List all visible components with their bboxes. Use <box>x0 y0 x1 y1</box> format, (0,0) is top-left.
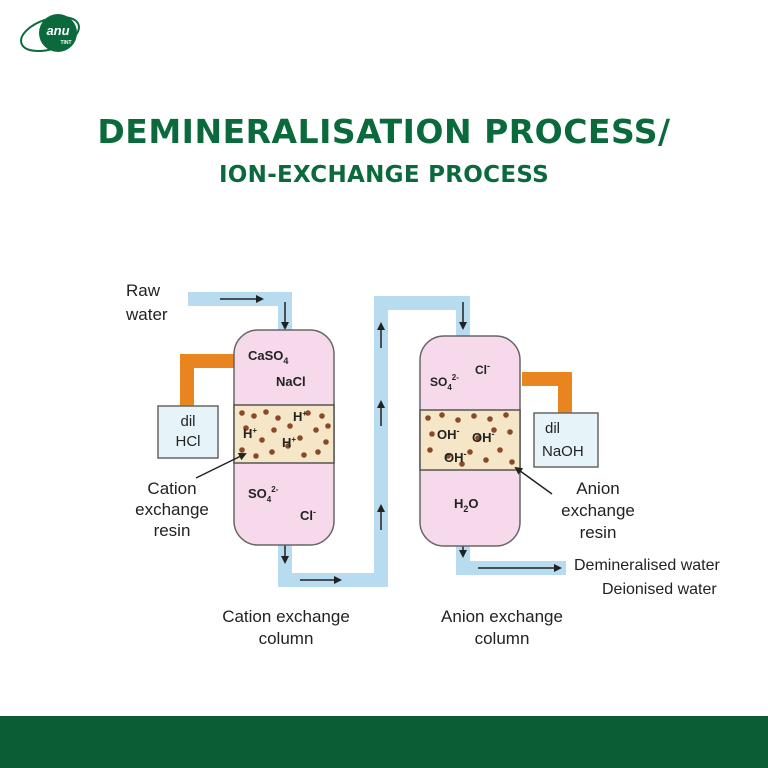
svg-text:column: column <box>475 629 530 648</box>
resin-beads <box>239 409 331 459</box>
footer-bar <box>0 716 768 768</box>
acid-tank-line-2: HCl <box>176 433 201 450</box>
svg-text:exchange: exchange <box>135 500 209 519</box>
svg-text:Deionised water: Deionised water <box>602 581 717 598</box>
cation-resin-pointer <box>195 453 247 479</box>
anion-top-cl: Cl- <box>475 361 490 377</box>
cation-resin-ion: H+ <box>243 426 257 441</box>
cation-bottom-cl: Cl- <box>300 507 316 523</box>
dil-hcl-tank: dil HCl <box>157 405 219 459</box>
base-tank-line-1: dil <box>545 420 560 437</box>
cation-top-formula-2: NaCl <box>276 374 306 389</box>
anion-resin-ion: OH- <box>472 429 495 445</box>
ion-exchange-diagram: CaSO4 NaCl H+ H+ H+ SO42- Cl- dil HCl Ca… <box>125 281 721 648</box>
logo-text: anu <box>46 23 69 38</box>
svg-text:exchange: exchange <box>561 501 635 520</box>
page-subtitle: ION-EXCHANGE PROCESS <box>218 162 550 188</box>
output-water-label: Demineralised water Deionised water <box>574 557 721 598</box>
svg-text:resin: resin <box>580 523 617 542</box>
svg-text:Anion exchange: Anion exchange <box>441 607 563 626</box>
cation-resin-bed <box>233 404 335 464</box>
cation-resin-ion: H+ <box>282 435 296 450</box>
connecting-pipe-riser <box>374 296 388 587</box>
svg-text:column: column <box>259 629 314 648</box>
svg-text:resin: resin <box>154 521 191 540</box>
logo-subtext: TINT <box>60 40 71 46</box>
raw-water-label: Raw water <box>125 281 168 324</box>
base-tank-line-2: NaOH <box>542 443 584 460</box>
dil-naoh-tank: dil NaOH <box>533 412 599 468</box>
anion-resin-label: Anion exchange resin <box>561 479 635 542</box>
anion-top-so4: SO42- <box>430 373 459 392</box>
svg-text:water: water <box>125 305 168 324</box>
anion-column-caption: Anion exchange column <box>441 607 563 648</box>
logo-globe-icon <box>39 14 77 52</box>
page-title: DEMINERALISATION PROCESS/ <box>97 112 671 151</box>
anu-tint-logo: anu TINT <box>20 14 80 53</box>
svg-text:Demineralised water: Demineralised water <box>574 557 721 574</box>
connecting-pipe-top <box>374 296 468 310</box>
cation-exchange-column: CaSO4 NaCl H+ H+ H+ SO42- Cl- <box>233 329 335 546</box>
cation-resin-ion: H+ <box>293 409 307 424</box>
acid-tank-line-1: dil <box>180 413 195 430</box>
svg-text:Anion: Anion <box>576 479 619 498</box>
cation-resin-label: Cation exchange resin <box>135 479 209 540</box>
svg-text:Raw: Raw <box>126 281 161 300</box>
reagent-pipes <box>180 354 572 414</box>
cation-column-caption: Cation exchange column <box>222 607 350 648</box>
anion-resin-pointer <box>514 466 553 495</box>
anion-bottom-formula: H2O <box>454 496 479 514</box>
svg-text:Cation exchange: Cation exchange <box>222 607 350 626</box>
cation-top-formula-1: CaSO4 <box>248 348 288 366</box>
anion-resin-ion: OH- <box>437 426 460 442</box>
svg-text:Cation: Cation <box>147 479 196 498</box>
anion-exchange-column: SO42- Cl- OH- OH- OH- H2O <box>419 335 521 547</box>
resin-beads <box>425 412 515 467</box>
anion-resin-bed <box>419 409 521 471</box>
anion-resin-ion: OH- <box>444 449 467 465</box>
cation-bottom-so4: SO42- <box>248 485 279 504</box>
